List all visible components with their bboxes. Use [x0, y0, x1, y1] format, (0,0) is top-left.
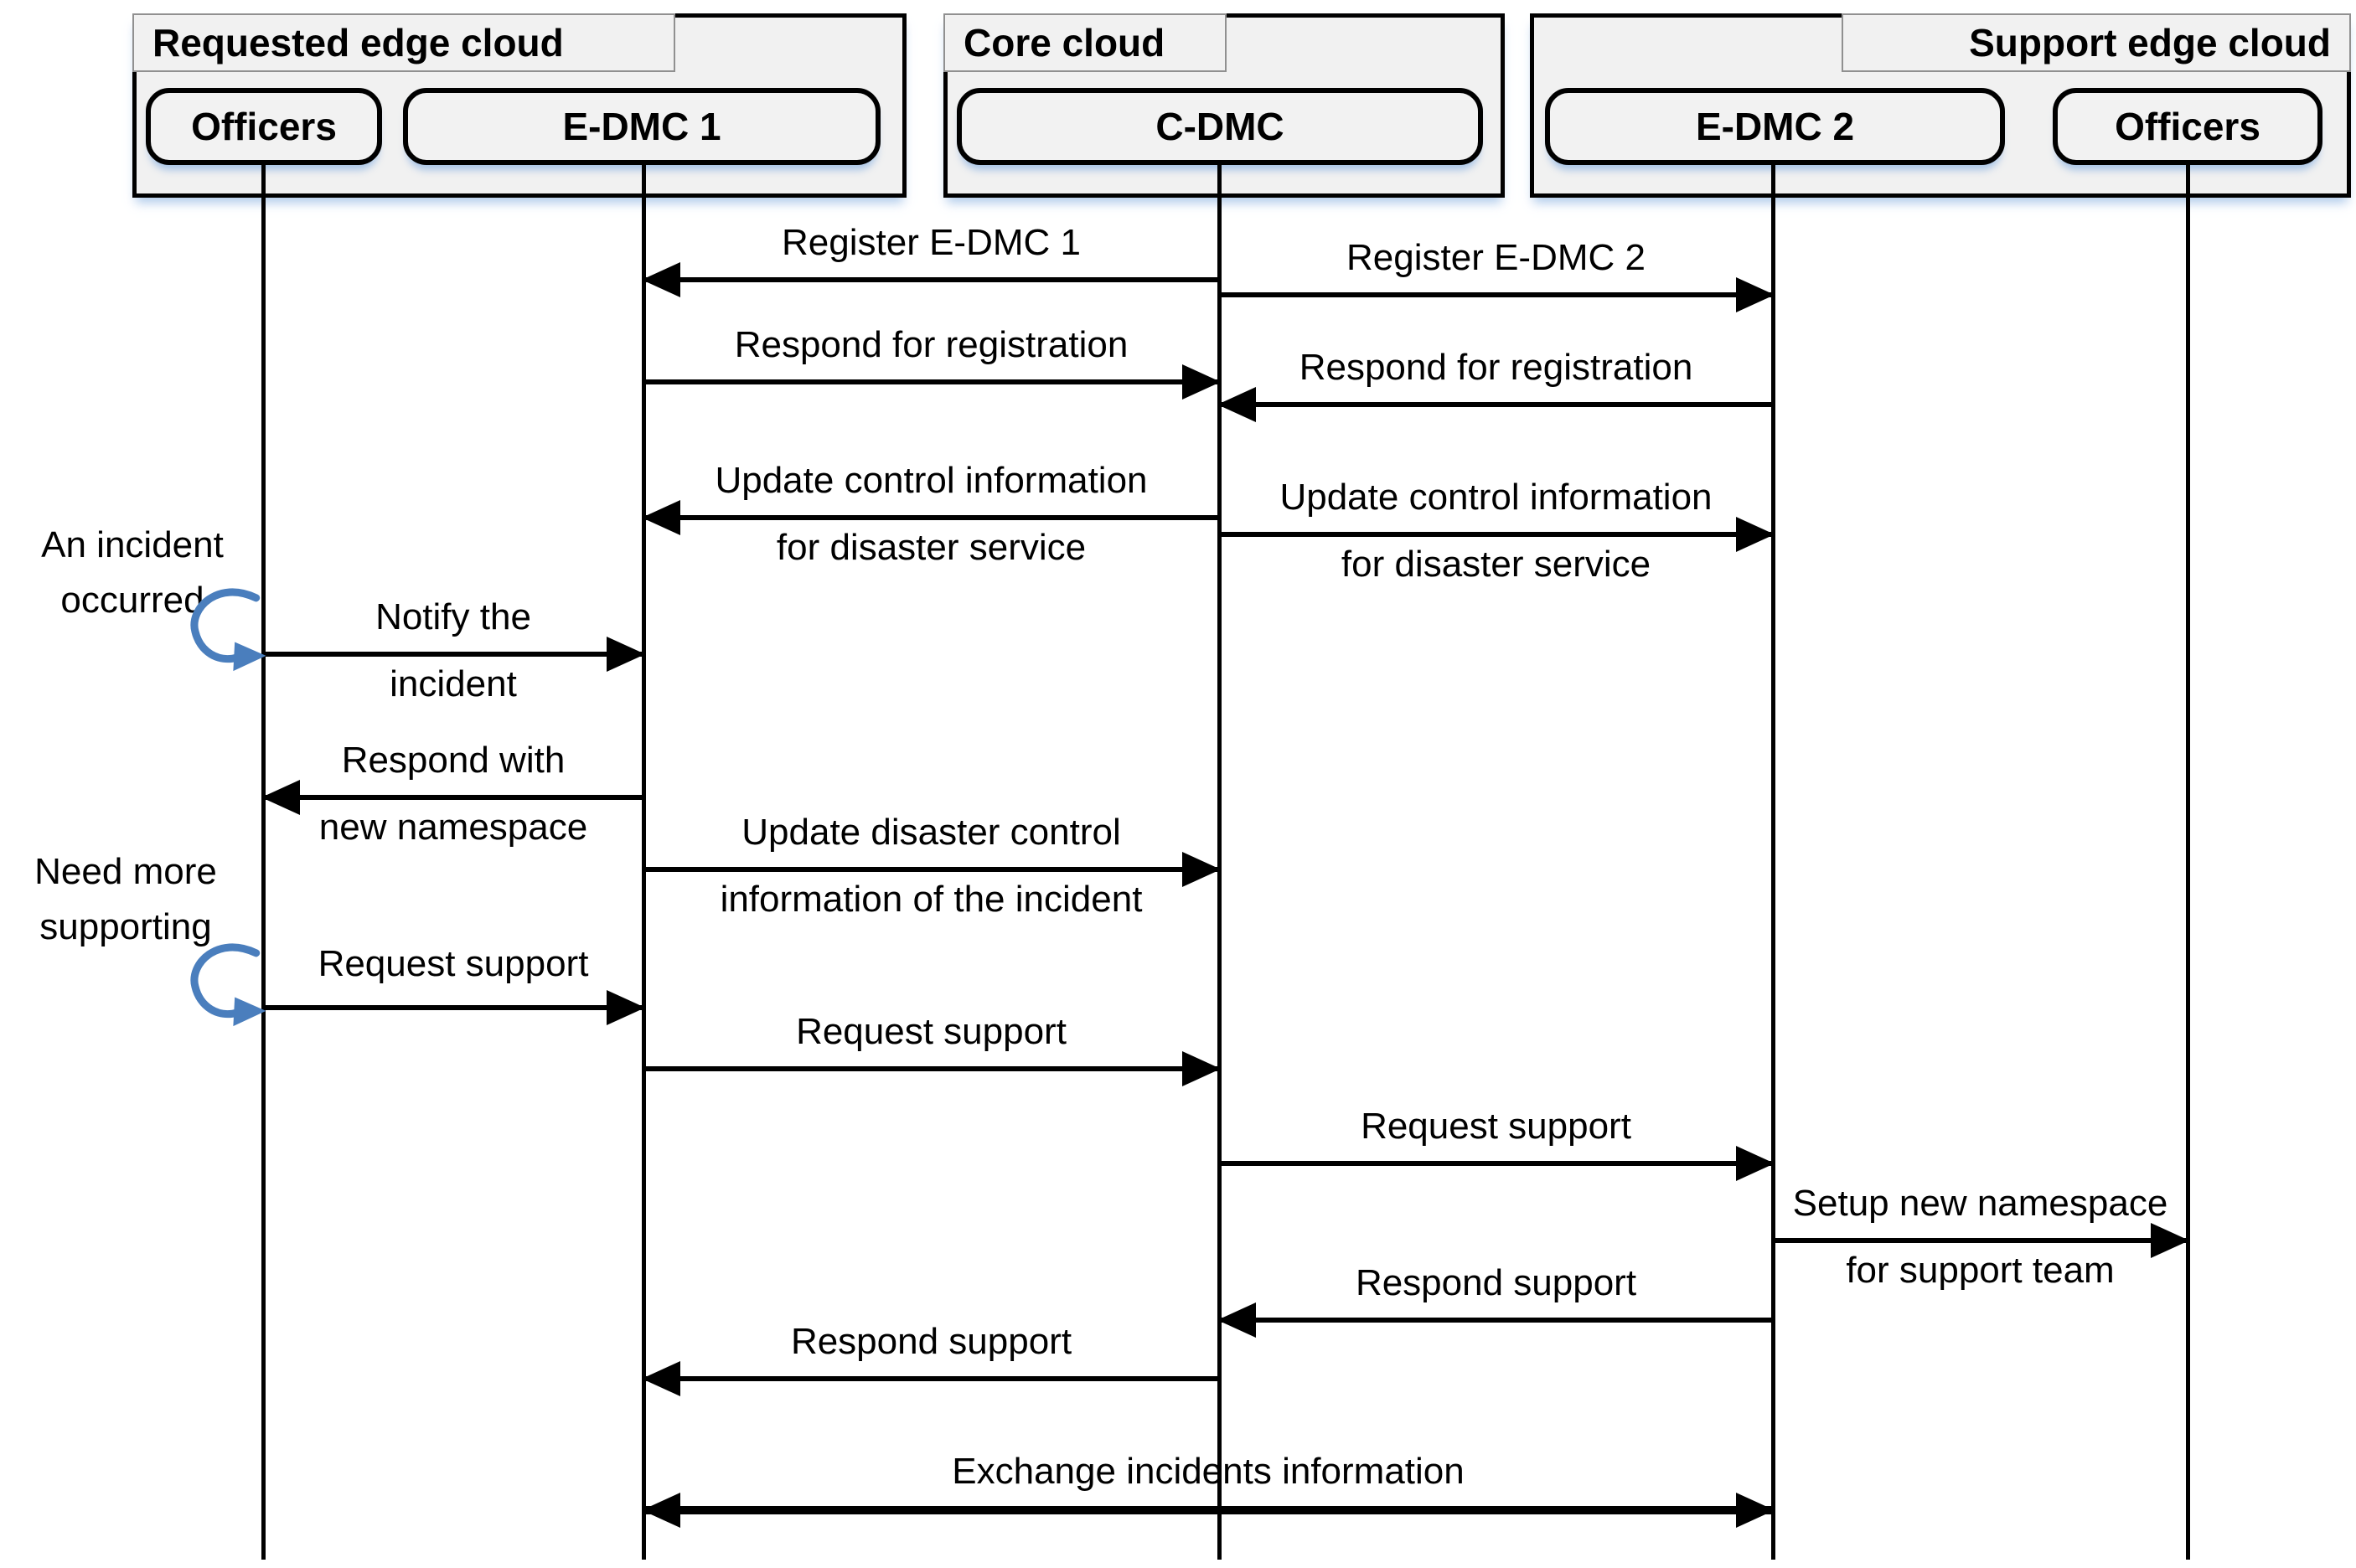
message-label: Request support — [796, 1011, 1067, 1052]
note-label-line2: supporting — [39, 906, 212, 947]
arrow-to-edmc1 — [643, 515, 1219, 521]
message-label-line2: for disaster service — [776, 527, 1087, 569]
lifeline-officers-left — [261, 165, 266, 1560]
incident-loop-arrow — [190, 588, 266, 672]
message-label: Request support — [1361, 1106, 1631, 1147]
actor-edmc1: E-DMC 1 — [403, 88, 881, 165]
message-respond-registration-1: Respond for registration — [643, 321, 1219, 388]
lifeline-edmc2 — [1771, 165, 1775, 1560]
note-incident-occurred: An incident occurred — [7, 518, 258, 628]
message-respond-support-cdmc: Respond support — [643, 1318, 1219, 1385]
lifeline-officers-right — [2186, 165, 2190, 1560]
actor-officers-left: Officers — [146, 88, 382, 165]
arrow-to-officers-left — [263, 795, 643, 801]
message-label: Respond support — [1355, 1262, 1637, 1303]
arrow-to-edmc1 — [263, 652, 643, 658]
message-label: Register E-DMC 1 — [782, 222, 1081, 263]
message-label: Update control information — [715, 460, 1148, 501]
message-label: Request support — [318, 943, 589, 984]
note-label: An incident — [41, 524, 224, 565]
message-label: Respond with — [341, 740, 566, 781]
message-label: Respond for registration — [734, 324, 1129, 365]
message-register-edmc1: Register E-DMC 1 — [643, 219, 1219, 286]
note-need-more-supporting: Need more supporting — [0, 844, 251, 955]
message-label: Update control information — [1279, 477, 1713, 518]
message-register-edmc2: Register E-DMC 2 — [1219, 234, 1773, 301]
message-label-line2: for support team — [1846, 1250, 2115, 1292]
arrow-to-cdmc — [1219, 402, 1773, 408]
message-update-control-1: Update control information for disaster … — [643, 456, 1219, 572]
message-respond-support-edmc2: Respond support — [1219, 1259, 1773, 1326]
message-request-support-edmc1: Request support — [643, 1008, 1219, 1075]
arrow-to-officers-right — [1773, 1238, 2188, 1244]
message-respond-namespace: Respond with new namespace — [263, 736, 643, 852]
note-label-line2: occurred — [60, 580, 204, 621]
message-request-support-officers: Request support — [263, 940, 643, 1014]
group-title-requested: Requested edge cloud — [132, 13, 675, 72]
message-label-line2: new namespace — [318, 807, 588, 848]
arrow-to-edmc2 — [1219, 532, 1773, 538]
message-label: Exchange incidents information — [952, 1451, 1465, 1492]
message-update-control-2: Update control information for disaster … — [1219, 473, 1773, 589]
group-title-support: Support edge cloud — [1842, 13, 2351, 72]
arrow-to-cdmc — [1219, 1318, 1773, 1323]
message-setup-namespace: Setup new namespace for support team — [1773, 1179, 2188, 1295]
arrow-to-edmc1 — [263, 1005, 643, 1011]
arrow-bidirectional — [643, 1506, 1773, 1515]
message-notify-incident: Notify the incident — [263, 593, 643, 709]
arrow-to-edmc1 — [643, 277, 1219, 283]
message-label: Setup new namespace — [1792, 1183, 2168, 1224]
actor-cdmc: C-DMC — [957, 88, 1483, 165]
message-label: Register E-DMC 2 — [1346, 237, 1646, 278]
arrow-to-edmc2 — [1219, 292, 1773, 298]
group-title-core: Core cloud — [943, 13, 1227, 72]
note-label: Need more — [34, 851, 217, 892]
message-respond-registration-2: Respond for registration — [1219, 343, 1773, 410]
arrow-to-edmc1 — [643, 1376, 1219, 1382]
message-request-support-cdmc: Request support — [1219, 1102, 1773, 1169]
message-label: Respond for registration — [1299, 347, 1693, 388]
lifeline-edmc1 — [642, 165, 646, 1560]
arrow-to-cdmc — [643, 379, 1219, 385]
arrow-to-cdmc — [643, 1066, 1219, 1072]
arrow-to-cdmc — [643, 867, 1219, 873]
actor-edmc2: E-DMC 2 — [1545, 88, 2005, 165]
actor-officers-right: Officers — [2053, 88, 2322, 165]
message-label: Notify the — [375, 596, 531, 637]
message-update-disaster-control: Update disaster control information of t… — [643, 808, 1219, 924]
message-label-line2: for disaster service — [1341, 544, 1651, 585]
message-label-line2: information of the incident — [720, 879, 1143, 921]
message-label-line2: incident — [390, 663, 517, 705]
message-exchange-incidents: Exchange incidents information — [643, 1447, 1773, 1518]
message-label: Respond support — [790, 1321, 1072, 1362]
arrow-to-edmc2 — [1219, 1161, 1773, 1167]
need-support-loop-arrow — [190, 943, 266, 1027]
message-label: Update disaster control — [741, 812, 1121, 853]
